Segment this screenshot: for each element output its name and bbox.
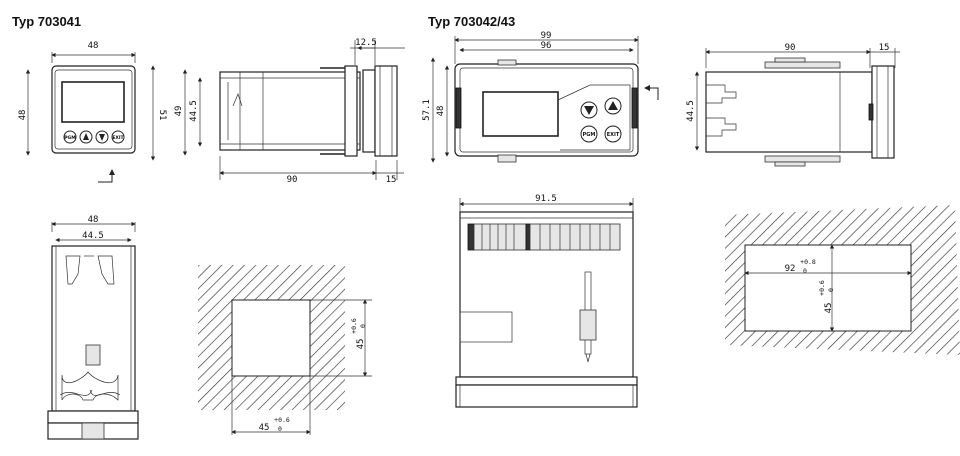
dim-front-b-height-inner: 48 — [436, 106, 446, 117]
dim-side-b-depth: 90 — [785, 43, 796, 53]
side-view-b: 90 15 44.5 — [686, 43, 900, 167]
dim-top-a-width-inner: 44.5 — [82, 231, 104, 241]
dim-cutout-a-height-tol-low: 0 — [359, 324, 367, 328]
dim-cutout-a-width: 45 — [259, 423, 270, 433]
dim-cutout-b-width: 92 — [785, 264, 796, 274]
dim-side-a-height-inner: 44.5 — [189, 100, 199, 122]
dim-top-b-width: 91.5 — [535, 194, 557, 204]
dim-front-b-height-outer: 57.1 — [422, 99, 432, 121]
down-arrow-icon — [99, 134, 105, 141]
dim-side-b-height: 44.5 — [686, 100, 696, 122]
down-arrow-icon — [584, 106, 594, 115]
dim-side-a-front: 15 — [386, 175, 397, 185]
dim-front-a-width: 48 — [88, 41, 99, 51]
front-view-a: 48 48 51 PGM EXIT — [18, 41, 167, 183]
dim-cutout-a-height: 45 — [356, 339, 366, 350]
button-pgm-b: PGM — [583, 132, 596, 138]
dim-cutout-b-height-tol: +0.6 — [818, 280, 826, 296]
dim-top-a-width: 48 — [88, 215, 99, 225]
side-view-a: 12.5 49 44.5 90 15 — [174, 38, 405, 185]
dim-cutout-a-width-tol: +0.6 — [274, 416, 290, 424]
button-exit-a: EXIT — [112, 135, 124, 141]
dim-side-a-panel: 12.5 — [355, 38, 377, 48]
dim-cutout-b-width-tol-low: 0 — [803, 267, 807, 275]
cutout-a: 45 +0.6 0 45 +0.6 0 — [198, 265, 372, 435]
dim-front-a-height: 48 — [18, 110, 28, 121]
button-exit-b: EXIT — [607, 132, 620, 138]
front-view-b: 99 96 57.1 48 PGM EXIT — [422, 31, 659, 163]
dim-cutout-a-width-tol-low: 0 — [278, 425, 282, 433]
terminal-strip — [467, 223, 621, 251]
dim-cutout-a-height-tol: +0.6 — [350, 318, 358, 334]
section-arrow-icon — [98, 169, 115, 183]
top-view-b: 91.5 — [455, 194, 638, 408]
dim-cutout-b-width-tol: +0.8 — [800, 258, 816, 266]
dim-cutout-b-height-tol-low: 0 — [827, 288, 835, 292]
dim-cutout-b-height: 45 — [824, 303, 834, 314]
dim-front-b-width-outer: 99 — [541, 31, 552, 41]
up-arrow-icon — [83, 133, 89, 140]
top-view-a: 48 44.5 — [47, 215, 139, 440]
cutout-b: 92 +0.8 0 45 +0.6 0 — [725, 205, 960, 355]
up-arrow-icon — [608, 101, 618, 110]
title-typ-703041: Typ 703041 — [12, 14, 81, 29]
dim-front-b-width-inner: 96 — [541, 41, 552, 51]
dim-side-a-height: 49 — [174, 106, 184, 117]
section-arrow-icon — [644, 85, 659, 100]
button-pgm-a: PGM — [64, 135, 76, 141]
title-typ-703042-43: Typ 703042/43 — [428, 14, 515, 29]
dim-side-b-front: 15 — [879, 43, 890, 53]
dim-front-a-depth: 51 — [157, 110, 167, 121]
dim-side-a-depth: 90 — [287, 175, 298, 185]
